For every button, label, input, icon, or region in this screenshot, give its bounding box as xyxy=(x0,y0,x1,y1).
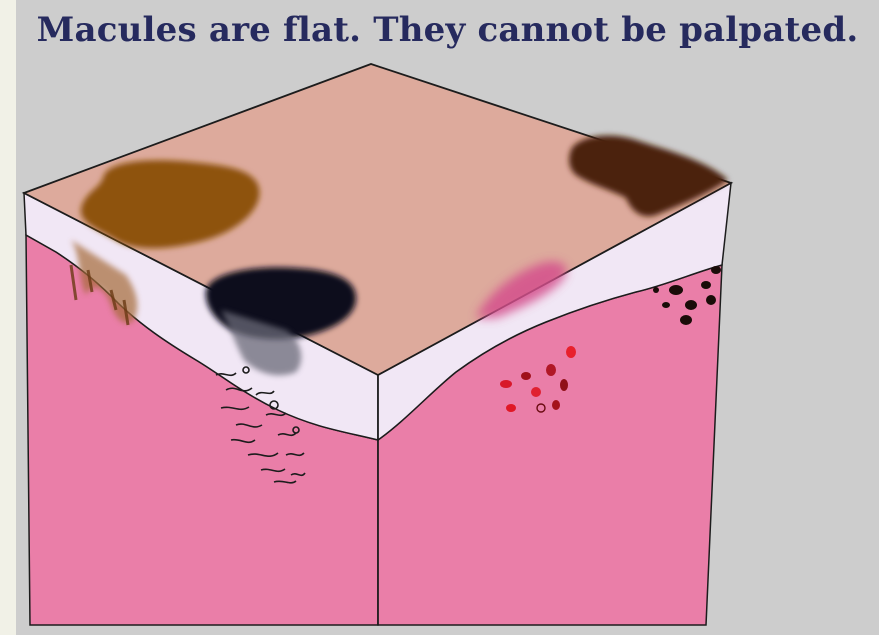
skin-block-diagram xyxy=(16,0,879,635)
slide: Macules are flat. They cannot be palpate… xyxy=(16,0,879,635)
